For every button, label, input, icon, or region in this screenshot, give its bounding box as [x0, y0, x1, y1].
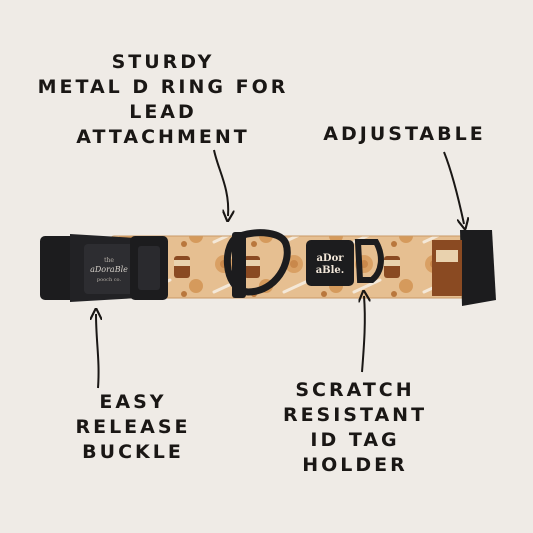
buckle-logo-line: aDoraBle [90, 265, 128, 274]
buckle-annotation-line: EASY [99, 391, 167, 413]
buckle-annotation: EASY RELEASE BUCKLE [58, 390, 208, 465]
buckle-logo-line: pooch co. [97, 277, 122, 283]
tag-holder-annotation-line: RESISTANT [282, 404, 428, 426]
buckle-annotation-line: BUCKLE [82, 441, 184, 463]
adjuster-keeper [460, 230, 496, 306]
d-ring-annotation-line: METAL D RING FOR [37, 76, 289, 98]
adjustable-annotation-line: ADJUSTABLE [323, 123, 486, 145]
strap-end [432, 240, 462, 296]
d-ring-annotation-line: STURDY [111, 51, 215, 73]
tag-holder-annotation-line: SCRATCH [295, 379, 415, 401]
d-ring [224, 229, 291, 298]
arrow-to-adjuster-icon [443, 151, 464, 224]
collar-strap [110, 236, 485, 298]
adjustable-annotation: ADJUSTABLE [312, 122, 497, 147]
buckle-annotation-line: RELEASE [75, 416, 191, 438]
tag-holder-annotation-line: HOLDER [302, 454, 408, 476]
tag-logo-line: aBle. [316, 265, 345, 276]
buckle-logo-line: the [104, 257, 114, 264]
quick-release-buckle: the aDoraBle pooch co. [40, 234, 168, 302]
tag-logo-line: aDor [316, 253, 344, 264]
d-ring-annotation-line: LEAD [129, 101, 197, 123]
tag-holder-annotation: SCRATCH RESISTANT ID TAG HOLDER [270, 378, 440, 478]
arrow-to-tag-holder-icon [362, 296, 365, 373]
d-ring-annotation: STURDY METAL D RING FOR LEAD ATTACHMENT [18, 50, 308, 150]
arrow-to-d-ring-icon [213, 149, 228, 216]
arrow-to-buckle-icon [96, 314, 99, 389]
id-tag-holder: aDor aBle. [306, 239, 384, 286]
tag-holder-annotation-line: ID TAG [310, 429, 400, 451]
d-ring-annotation-line: ATTACHMENT [76, 126, 250, 148]
